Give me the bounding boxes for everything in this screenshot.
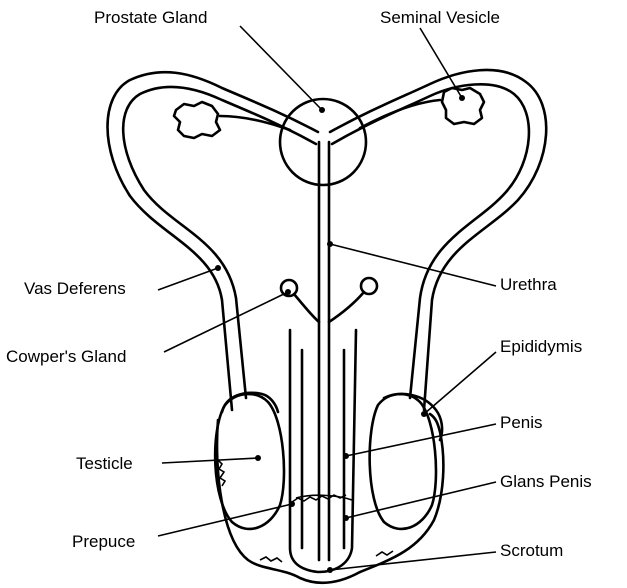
leader-epididymis	[424, 352, 496, 414]
label-glans-penis: Glans Penis	[500, 472, 592, 491]
leader-vas-deferens	[158, 268, 218, 290]
label-prostate-gland: Prostate Gland	[94, 8, 207, 27]
leader-testicle	[162, 458, 258, 463]
label-testicle: Testicle	[76, 454, 133, 473]
leader-prostate	[240, 26, 322, 110]
left-vas-deferens-outer	[108, 72, 319, 410]
label-prepuce: Prepuce	[72, 532, 135, 551]
label-epididymis: Epididymis	[500, 337, 582, 356]
leader-scrotum	[330, 552, 496, 570]
dot-glans-penis	[343, 515, 349, 521]
left-cowpers-duct	[294, 294, 319, 322]
dot-epididymis	[421, 411, 427, 417]
dot-testicle	[255, 455, 261, 461]
dot-prepuce	[289, 501, 295, 507]
dot-prostate	[319, 107, 325, 113]
left-vesicle-duct	[220, 116, 290, 130]
label-seminal-vesicle: Seminal Vesicle	[380, 8, 500, 27]
label-penis: Penis	[500, 413, 543, 432]
penis-shaft-outline	[290, 330, 356, 572]
dot-cowpers-gland	[285, 289, 291, 295]
dot-seminal-vesicle	[459, 95, 465, 101]
labels: Prostate Gland Seminal Vesicle Vas Defer…	[6, 8, 592, 560]
leader-glans-penis	[346, 482, 496, 518]
right-cowpers-duct	[329, 292, 364, 322]
leader-seminal-vesicle	[420, 28, 462, 98]
label-cowpers-gland: Cowper's Gland	[6, 347, 126, 366]
leader-urethra	[330, 244, 496, 286]
label-vas-deferens: Vas Deferens	[24, 279, 126, 298]
scrotum-wrinkle-bottom	[260, 551, 393, 562]
leader-penis	[346, 424, 496, 456]
dot-urethra	[327, 241, 333, 247]
label-urethra: Urethra	[500, 275, 557, 294]
right-vas-deferens-outer	[330, 70, 546, 410]
label-scrotum: Scrotum	[500, 541, 563, 560]
dot-penis	[343, 453, 349, 459]
right-seminal-vesicle	[442, 88, 484, 124]
dot-scrotum	[327, 567, 333, 573]
left-vas-deferens-inner	[123, 87, 316, 398]
anatomy-structures	[108, 70, 547, 583]
dot-vas-deferens	[215, 265, 221, 271]
left-seminal-vesicle	[174, 102, 220, 138]
